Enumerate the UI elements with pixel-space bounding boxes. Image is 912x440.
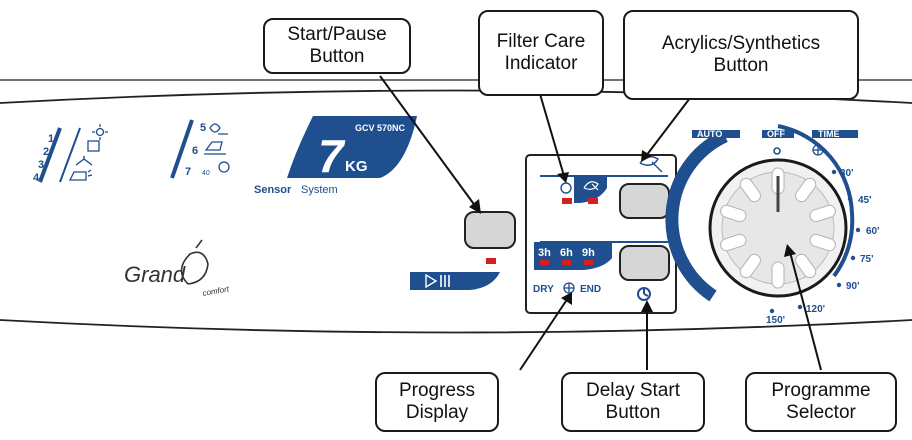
dial-time-marks: 30' 45' 60' 75' 90' 120' 150' [766, 168, 880, 326]
hanger-icon [75, 156, 93, 166]
sensor-label-rest: System [301, 184, 338, 196]
dial-number-5: 5 [706, 256, 712, 267]
program-number-1: 1 [48, 133, 54, 145]
iron-icon [68, 169, 93, 181]
time-label-band [812, 130, 858, 138]
brand-sub-logo: comfort [202, 284, 231, 298]
pause-icon [440, 275, 450, 287]
delay-time-9h: 9h [582, 247, 595, 259]
program-number-4: 4 [33, 172, 40, 184]
delay-time-3h: 3h [538, 247, 551, 259]
callout-delay-start: Delay Start Button [561, 372, 705, 432]
acrylics-led [588, 198, 598, 204]
off-marker [773, 147, 781, 155]
wash-temperature: 40 [202, 170, 210, 177]
filter-care-led [562, 198, 572, 204]
callout-acrylics-text: Acrylics/Synthetics Button [661, 33, 821, 76]
program-number-5: 5 [200, 122, 206, 134]
dial-number-3: 3 [709, 199, 715, 210]
delay-led-3h [540, 260, 549, 265]
delay-clock-icon [637, 287, 651, 301]
program-number-2: 2 [43, 146, 49, 158]
delay-led-6h [562, 260, 571, 265]
play-icon [425, 273, 438, 289]
feather-icon-small [583, 181, 599, 191]
callout-delay-start-text: Delay Start Button [586, 380, 680, 423]
brand-logo: Grand [124, 262, 186, 287]
start-pause-led [486, 258, 496, 264]
dial-number-6: 6 [719, 280, 725, 291]
sun-icon [92, 124, 108, 140]
cupboard-icon [87, 140, 100, 152]
callout-filter-care-text: Filter Care Indicator [496, 31, 586, 74]
fan-icon-dial [812, 144, 824, 156]
callout-acrylics: Acrylics/Synthetics Button [623, 10, 859, 100]
dial-off-label: OFF [767, 129, 785, 139]
programme-selector-knob[interactable] [708, 158, 848, 298]
dial-time-120: 120' [806, 304, 825, 315]
off-label-band [762, 130, 794, 138]
dial-auto-label: AUTO [697, 129, 722, 139]
brand-logo-swirl [180, 239, 209, 285]
program-group-5-7: 5 6 7 40 [170, 119, 230, 179]
callout-programme-text: Programme Selector [771, 380, 871, 423]
progress-end-label: END [580, 284, 601, 295]
dial-time-150: 150' [766, 315, 785, 326]
panel-lower-curve [0, 319, 912, 334]
model-badge [287, 116, 417, 178]
callout-programme: Programme Selector [745, 372, 897, 432]
dial-number-7: 7 [741, 296, 747, 307]
dial-time-75: 75' [860, 254, 874, 265]
delay-time-6h: 6h [560, 247, 573, 259]
leader-arrowheads [469, 150, 796, 312]
dial-time-label: TIME [818, 129, 840, 139]
dial-number-1: 1 [734, 154, 740, 165]
program-number-7: 7 [185, 166, 191, 178]
dial-number-2: 2 [719, 176, 725, 187]
callout-start-pause: Start/Pause Button [263, 18, 411, 74]
start-pause-button[interactable] [464, 211, 516, 249]
program-group-1-4: 1 2 3 4 [33, 124, 108, 184]
delay-led-9h [584, 260, 593, 265]
dial-time-45: 45' [858, 195, 872, 206]
model-number: GCV 570NC [355, 123, 406, 133]
leader-lines [379, 75, 822, 371]
delay-start-button[interactable] [619, 245, 670, 281]
sensor-label-bold: Sensor [254, 184, 292, 196]
dial-time-30: 30' [840, 168, 854, 179]
capacity-unit: KG [345, 158, 368, 175]
fan-icon [563, 282, 575, 294]
shirt-icon [204, 141, 226, 155]
callout-start-pause-text: Start/Pause Button [287, 24, 387, 67]
dial-time-60: 60' [866, 226, 880, 237]
dial-time-90: 90' [846, 281, 860, 292]
capacity-number: 7 [318, 130, 346, 182]
auto-label-band [692, 130, 740, 138]
acrylics-synthetics-button[interactable] [619, 183, 670, 219]
start-pause-label-band [410, 272, 500, 290]
dial-number-4: 4 [704, 228, 710, 239]
dial-auto-numbers: 1 2 3 4 5 6 7 [704, 154, 747, 307]
progress-dry-label: DRY [533, 284, 554, 295]
wool-icon [209, 123, 228, 135]
program-number-6: 6 [192, 145, 198, 157]
callout-progress: Progress Display [375, 372, 499, 432]
dial-time-dots [769, 169, 861, 314]
program-number-3: 3 [38, 159, 44, 171]
callout-progress-text: Progress Display [398, 380, 476, 423]
clock-icon [218, 161, 230, 173]
callout-filter-care: Filter Care Indicator [478, 10, 604, 96]
